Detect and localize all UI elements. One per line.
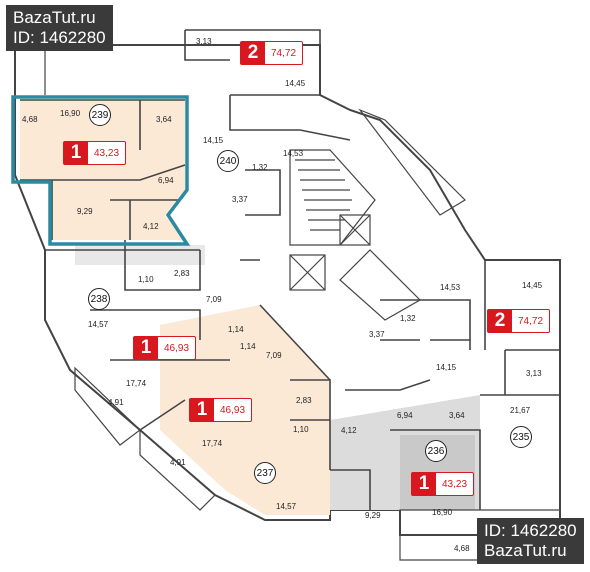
apartment-area: 74,72 xyxy=(271,47,297,59)
room-count: 1 xyxy=(64,142,88,164)
room-area-label: 2,83 xyxy=(174,269,190,278)
room-area-label: 9,29 xyxy=(365,511,381,520)
apartment-area: 43,23 xyxy=(442,478,468,490)
apartment-badge-237: 1 46,93 xyxy=(189,398,253,422)
room-area-label: 1,10 xyxy=(293,425,309,434)
room-count: 2 xyxy=(488,310,512,332)
apartment-number-237: 237 xyxy=(254,462,276,484)
room-area-label: 3,64 xyxy=(156,115,172,124)
room-area-label: 1,10 xyxy=(138,275,154,284)
watermark-bottom-right: ID: 1462280 BazaTut.ru xyxy=(477,518,584,564)
room-area-label: 3,37 xyxy=(369,330,385,339)
apartment-number-235: 235 xyxy=(510,426,532,448)
room-count: 2 xyxy=(241,42,265,64)
room-area-label: 21,67 xyxy=(510,406,531,415)
room-area-label: 16,90 xyxy=(60,109,81,118)
room-area-label: 2,83 xyxy=(296,396,312,405)
apartment-number-236: 236 xyxy=(425,440,447,462)
watermark-site: BazaTut.ru xyxy=(484,541,567,560)
apartment-badge-238: 1 46,93 xyxy=(133,336,197,360)
apartment-area: 74,72 xyxy=(518,315,544,327)
apartment-number-238: 238 xyxy=(88,288,110,310)
room-area-label: 1,32 xyxy=(252,163,268,172)
apartment-area: 46,93 xyxy=(164,342,190,354)
room-count: 1 xyxy=(134,337,158,359)
room-area-label: 3,13 xyxy=(526,369,542,378)
room-area-label: 3,37 xyxy=(232,195,248,204)
selected-apartment-outline xyxy=(11,95,191,246)
room-count: 1 xyxy=(412,473,436,495)
room-area-label: 7,09 xyxy=(206,295,222,304)
room-area-label: 7,09 xyxy=(266,351,282,360)
room-area-label: 17,74 xyxy=(126,379,147,388)
apartment-area: 43,23 xyxy=(94,147,120,159)
room-area-label: 4,12 xyxy=(341,426,357,435)
room-area-label: 14,53 xyxy=(283,149,304,158)
room-area-label: 14,53 xyxy=(440,283,461,292)
interior-walls xyxy=(20,29,560,510)
room-area-label: 16,90 xyxy=(432,508,453,517)
apartment-number-239: 239 xyxy=(89,104,111,126)
apartment-badge-239: 1 43,23 xyxy=(63,141,127,165)
watermark-id: ID: 1462280 xyxy=(484,521,577,540)
room-area-label: 1,14 xyxy=(240,342,256,351)
apartment-badge-235: 2 74,72 xyxy=(487,309,551,333)
room-area-label: 6,94 xyxy=(397,411,413,420)
room-area-label: 4,91 xyxy=(170,458,186,467)
room-area-label: 1,14 xyxy=(228,325,244,334)
room-area-label: 4,12 xyxy=(143,222,159,231)
apartment-number-240: 240 xyxy=(217,150,239,172)
apartment-badge-236: 1 43,23 xyxy=(411,472,475,496)
room-area-label: 14,15 xyxy=(203,136,224,145)
apartment-badge-240: 2 74,72 xyxy=(240,41,304,65)
room-area-label: 6,94 xyxy=(158,176,174,185)
room-area-label: 4,68 xyxy=(454,544,470,553)
room-area-label: 14,57 xyxy=(276,502,297,511)
room-area-label: 14,57 xyxy=(88,320,109,329)
room-area-label: 14,15 xyxy=(436,363,457,372)
room-area-label: 9,29 xyxy=(77,207,93,216)
room-area-label: 3,64 xyxy=(449,411,465,420)
watermark-site: BazaTut.ru xyxy=(13,8,96,27)
watermark-top-left: BazaTut.ru ID: 1462280 xyxy=(6,5,113,51)
room-area-label: 4,68 xyxy=(22,115,38,124)
room-count: 1 xyxy=(190,399,214,421)
room-area-label: 1,32 xyxy=(400,314,416,323)
watermark-id: ID: 1462280 xyxy=(13,28,106,47)
room-area-label: 14,45 xyxy=(285,79,306,88)
room-area-label: 14,45 xyxy=(522,281,543,290)
room-area-label: 17,74 xyxy=(202,439,223,448)
room-area-label: 4,91 xyxy=(108,398,124,407)
apartment-area: 46,93 xyxy=(220,404,246,416)
room-area-label: 3,13 xyxy=(196,37,212,46)
stair-and-lift-core xyxy=(289,108,466,321)
